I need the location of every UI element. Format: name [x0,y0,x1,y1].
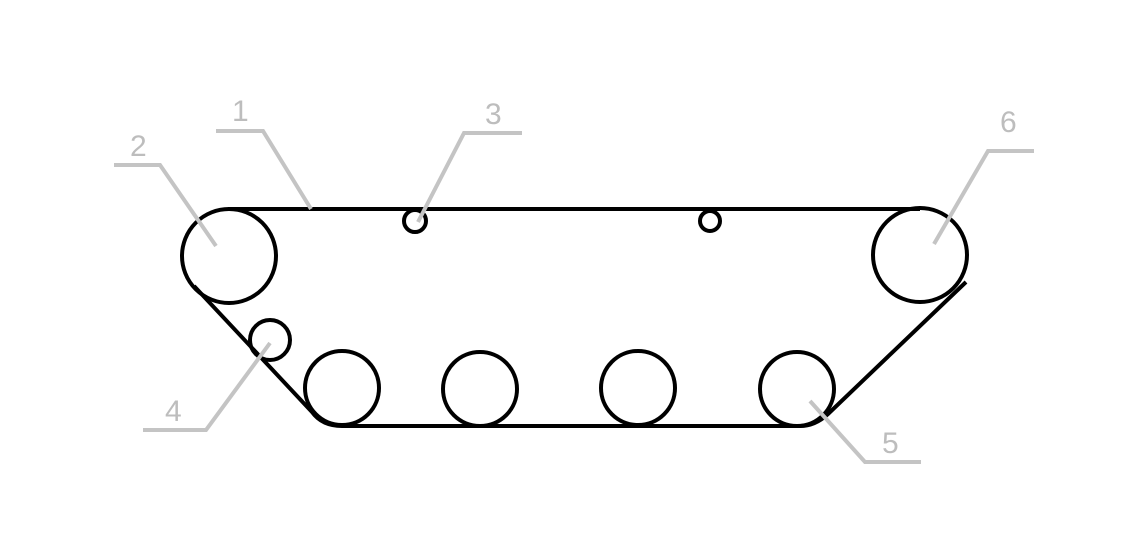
callout-leader-6 [932,149,1034,246]
road-wheel-2 [441,350,519,428]
tension-roller [248,318,292,362]
track-belt [192,207,968,428]
callout-label-5: 5 [882,427,899,460]
road-wheel-1 [303,349,381,427]
callout-leader-4 [143,341,272,432]
callout-label-4: 4 [165,395,182,428]
road-wheel-3 [599,349,677,427]
support-roller-1 [402,208,428,234]
callout-label-6: 6 [1000,106,1017,139]
front-wheel [180,207,278,305]
callout-label-1: 1 [232,95,249,128]
callout-leader-3 [416,131,522,223]
support-roller-2 [698,209,722,233]
callout-leader-5 [808,399,921,464]
callout-leader-2 [114,163,218,248]
callout-label-2: 2 [130,130,147,163]
road-wheel-4 [758,350,836,428]
rear-wheel [871,206,969,304]
callout-leader-1 [216,129,313,211]
callout-label-3: 3 [485,98,502,131]
